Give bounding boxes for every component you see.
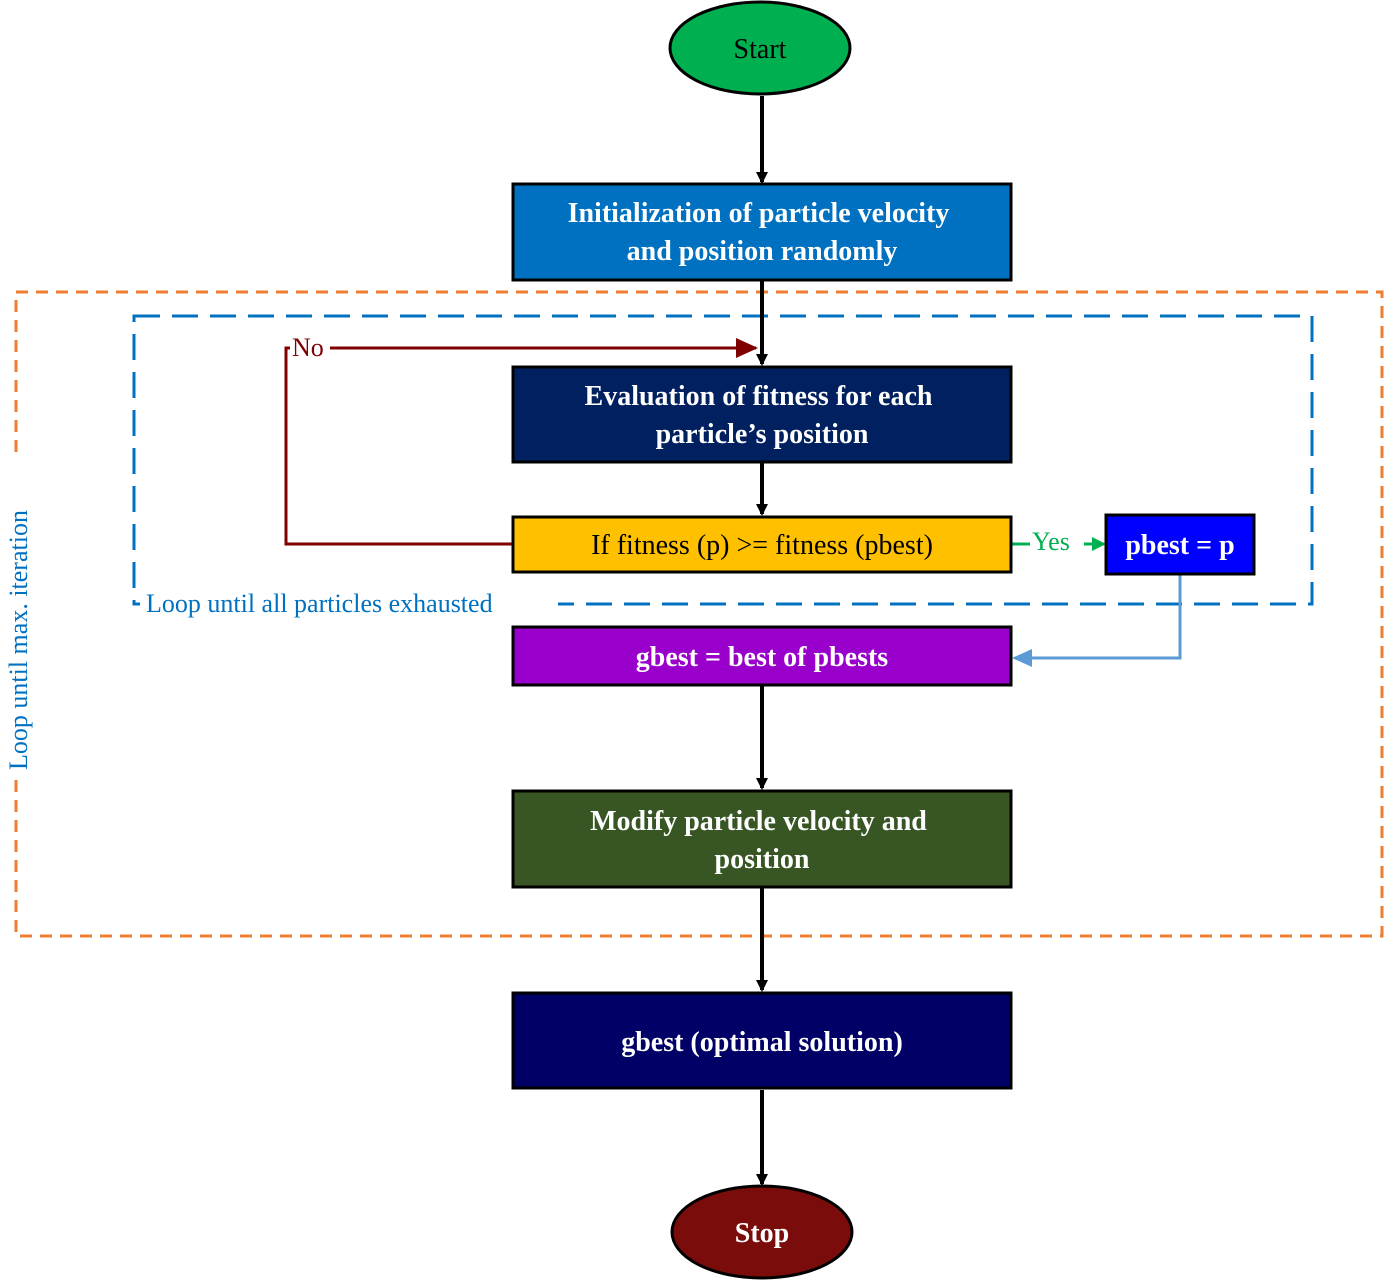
evaluate-line-2: particle’s position — [656, 419, 869, 450]
decision-node: If fitness (p) >= fitness (pbest) — [511, 515, 1013, 574]
evaluate-line-1: Evaluation of fitness for each — [585, 381, 933, 412]
outer-loop-border — [14, 290, 1384, 938]
stop-node: Stop — [670, 1184, 854, 1280]
modify-node: Modify particle velocity and position — [511, 789, 1013, 889]
stop-label: Stop — [735, 1218, 789, 1249]
no-label: No — [292, 333, 324, 362]
modify-line-1: Modify particle velocity and — [590, 806, 927, 837]
init-line-2: and position randomly — [627, 236, 898, 267]
pbest-node: pbest = p — [1104, 513, 1256, 576]
inner-loop-border — [132, 314, 1314, 606]
init-node: Initialization of particle velocity and … — [511, 182, 1013, 282]
start-label: Start — [734, 34, 787, 65]
svg-text:Modify particle velocity and: Modify particle velocity and position — [590, 806, 934, 875]
decision-label: If fitness (p) >= fitness (pbest) — [591, 530, 933, 561]
start-node: Start — [668, 0, 852, 96]
modify-line-2: position — [715, 844, 810, 875]
gbest-label: gbest = best of pbests — [636, 642, 889, 673]
outer-loop-label: Loop until max. iteration — [4, 510, 33, 770]
inner-loop-label: Loop until all particles exhausted — [146, 589, 493, 618]
edge-pbest-gbest — [1030, 574, 1182, 660]
edge-no-loopback — [284, 338, 758, 546]
pbest-label: pbest = p — [1125, 530, 1234, 561]
yes-label: Yes — [1032, 527, 1070, 556]
optimal-label: gbest (optimal solution) — [621, 1027, 903, 1058]
svg-text:Initialization of particle vel: Initialization of particle velocity and … — [568, 198, 957, 267]
svg-text:Evaluation of fitness for each: Evaluation of fitness for each particle’… — [585, 381, 940, 450]
evaluate-node: Evaluation of fitness for each particle’… — [511, 365, 1013, 464]
gbest-node: gbest = best of pbests — [511, 625, 1013, 687]
optimal-node: gbest (optimal solution) — [511, 991, 1013, 1090]
init-line-1: Initialization of particle velocity — [568, 198, 950, 229]
